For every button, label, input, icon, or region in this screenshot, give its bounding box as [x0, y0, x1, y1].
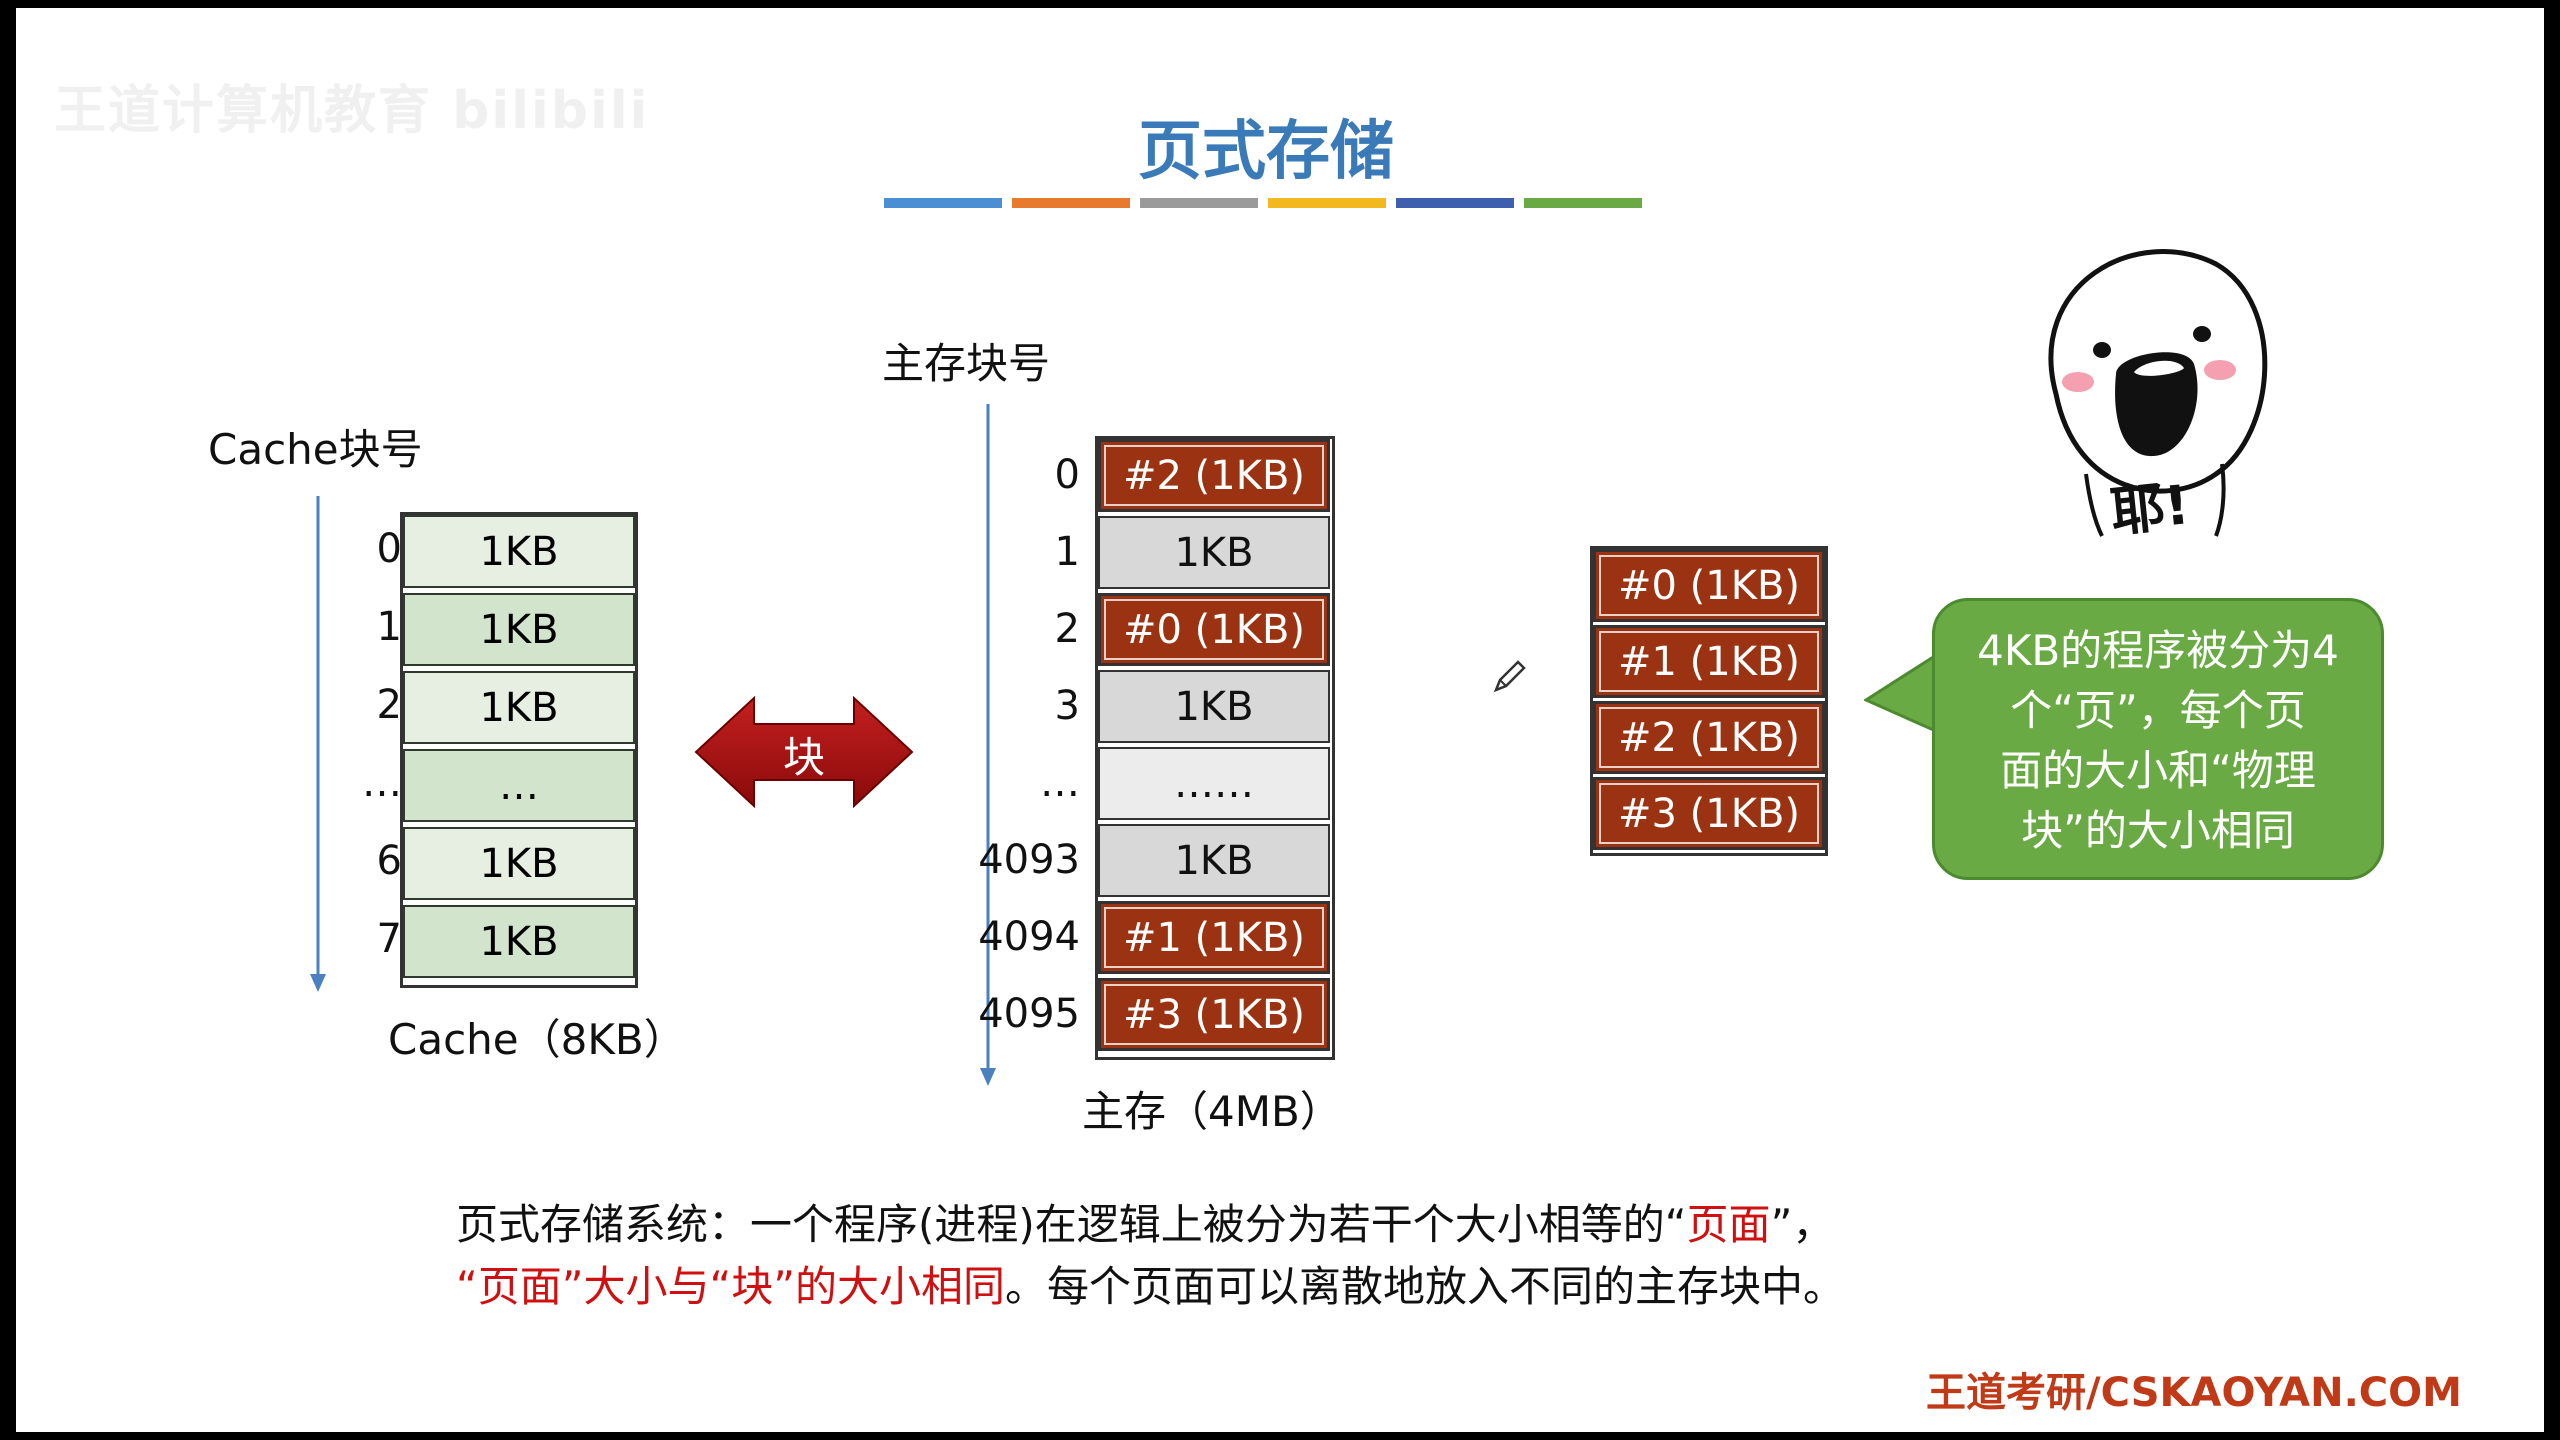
cache-block-index: 0 — [376, 526, 402, 572]
title-underline-segment — [1268, 198, 1386, 208]
memory-index-arrow — [980, 404, 996, 1086]
memory-index-label: 主存块号 — [882, 339, 1051, 388]
memory-block: #0 (1KB) — [1098, 593, 1330, 666]
mascot-face-icon — [2048, 249, 2268, 537]
memory-block-index: 1 — [1054, 529, 1080, 575]
memory-block-index: 2 — [1054, 606, 1080, 652]
memory-block-index: 4093 — [978, 837, 1080, 883]
program-page: #3 (1KB) — [1593, 777, 1825, 850]
memory-block: 1KB — [1098, 824, 1330, 897]
memory-block: #1 (1KB) — [1098, 901, 1330, 974]
cache-block: 1KB — [403, 515, 635, 588]
mascot-text: 耶! — [2107, 473, 2193, 544]
memory-block: 1KB — [1098, 670, 1330, 743]
desc-line1-a: 页式存储系统：一个程序(进程)在逻辑上被分为若干个大小相等的“ — [456, 1200, 1687, 1249]
pencil-icon[interactable] — [1490, 656, 1530, 696]
cache-block-index: … — [362, 760, 402, 806]
speech-bubble: 4KB的程序被分为4 个“页”，每个页面的大小和“物理块”的大小相同 — [1932, 598, 2384, 880]
description-text: 页式存储系统：一个程序(进程)在逻辑上被分为若干个大小相等的“页面”， “页面”… — [456, 1194, 2256, 1318]
page-title: 页式存储 — [1138, 115, 1394, 189]
desc-line2-red: “页面”大小与“块”的大小相同 — [456, 1262, 1006, 1311]
cache-block: 1KB — [403, 671, 635, 744]
cache-block-index: 2 — [376, 682, 402, 728]
memory-block-index: … — [1040, 760, 1080, 806]
program-pages-stack: #0 (1KB)#1 (1KB)#2 (1KB)#3 (1KB) — [1590, 546, 1828, 856]
title-underline-segment — [1012, 198, 1130, 208]
memory-block: #3 (1KB) — [1098, 978, 1330, 1051]
title-underline-segment — [1524, 198, 1642, 208]
memory-block-index: 3 — [1054, 683, 1080, 729]
cache-block-index: 1 — [376, 604, 402, 650]
memory-caption: 主存（4MB） — [1082, 1087, 1342, 1136]
cache-block: 1KB — [403, 593, 635, 666]
title-underline-segment — [1140, 198, 1258, 208]
desc-line1-b: ”， — [1770, 1200, 1835, 1249]
cache-index-arrow — [310, 496, 326, 992]
memory-block-index: 0 — [1054, 452, 1080, 498]
cache-block: … — [403, 749, 635, 822]
desc-line1-red: 页面 — [1686, 1200, 1771, 1249]
memory-block-index: 4094 — [978, 914, 1080, 960]
bubble-line: 4KB的程序被分为4 — [1977, 626, 2339, 675]
memory-block: 1KB — [1098, 516, 1330, 589]
title-underline-segment — [1396, 198, 1514, 208]
memory-block: …… — [1098, 747, 1330, 820]
cache-index-label: Cache块号 — [208, 425, 423, 474]
memory-block: #2 (1KB) — [1098, 439, 1330, 512]
program-page: #2 (1KB) — [1593, 701, 1825, 774]
watermark: 王道计算机教育 bilibili — [54, 81, 650, 141]
cache-block: 1KB — [403, 827, 635, 900]
desc-line2-b: 。每个页面可以离散地放入不同的主存块中。 — [1005, 1262, 1846, 1311]
cache-block-index: 7 — [376, 916, 402, 962]
double-arrow-icon — [694, 695, 914, 809]
bubble-line: 面的大小和“物理 — [2000, 746, 2316, 795]
cache-block-index: 6 — [376, 838, 402, 884]
memory-block-index: 4095 — [978, 991, 1080, 1037]
arrow-label: 块 — [782, 733, 825, 782]
footer-brand: 王道考研/CSKAOYAN.COM — [1926, 1370, 2462, 1416]
program-page: #1 (1KB) — [1593, 625, 1825, 698]
memory-table: #2 (1KB)1KB#0 (1KB)1KB……1KB#1 (1KB)#3 (1… — [1095, 436, 1335, 1060]
title-underline-segment — [884, 198, 1002, 208]
cache-caption: Cache（8KB） — [388, 1015, 686, 1064]
program-page: #0 (1KB) — [1593, 549, 1825, 622]
cache-block: 1KB — [403, 905, 635, 978]
bubble-line: 个“页”，每个页 — [2010, 686, 2306, 735]
bubble-line: 块”的大小相同 — [2021, 806, 2295, 855]
